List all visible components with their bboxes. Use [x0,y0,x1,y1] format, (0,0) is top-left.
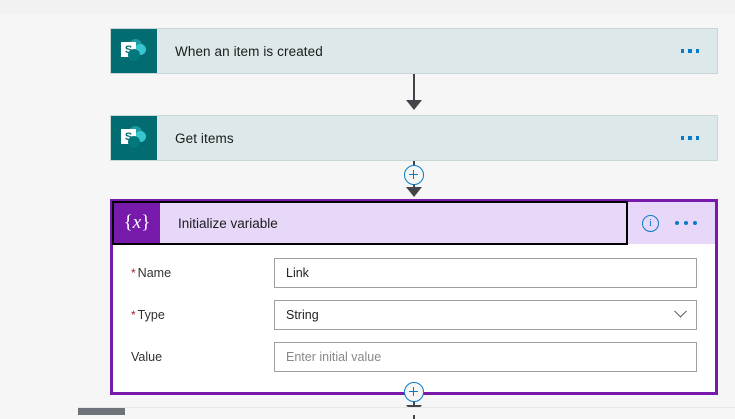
initialize-variable-header[interactable]: {x} Initialize variable i [112,201,715,245]
ellipsis-dot [675,221,679,225]
flow-step-title: Initialize variable [160,203,626,243]
flow-step-get-items[interactable]: S Get items [110,115,718,161]
value-input[interactable]: Enter initial value [274,342,697,372]
ellipsis-dot [688,49,692,53]
ellipsis-dot [695,49,699,53]
flow-step-initialize-variable[interactable]: {x} Initialize variable i [110,199,718,395]
chevron-down-icon [674,304,687,318]
horizontal-scrollbar[interactable] [78,407,735,415]
variable-x-glyph: x [132,212,142,233]
initialize-variable-header-actions: i [628,202,715,244]
connector-arrowhead [406,187,422,197]
initialize-variable-header-focus-region[interactable]: {x} Initialize variable [112,201,628,245]
name-field-label: * Name [131,266,274,280]
ellipsis-dot [695,136,699,140]
step-overflow-menu-button[interactable] [675,221,697,225]
sharepoint-icon: S [111,116,157,160]
flow-step-title: Get items [175,130,234,146]
name-label-text: Name [137,266,172,280]
type-field-label: * Type [131,308,274,322]
form-row-name: * Name Link [131,258,697,288]
brace-right: } [141,212,151,233]
variable-braces-icon: {x} [114,203,160,243]
step-overflow-menu-button[interactable] [680,29,718,73]
step-overflow-menu-button[interactable] [680,116,718,160]
required-asterisk: * [131,266,136,280]
ellipsis-dot [680,49,684,53]
value-label-text: Value [131,350,163,364]
insert-step-button-above-initialize[interactable] [404,165,424,185]
sharepoint-icon: S [111,29,157,73]
name-input[interactable]: Link [274,258,697,288]
brace-left: { [123,212,133,233]
flow-step-when-an-item-is-created[interactable]: S When an item is created [110,28,718,74]
insert-step-button-below-initialize[interactable] [404,382,424,402]
type-label-text: Type [137,308,165,322]
initialize-variable-form: * Name Link * Type String [113,244,715,392]
info-icon[interactable]: i [642,214,659,232]
value-field-label: Value [131,350,274,364]
form-row-type: * Type String [131,300,697,330]
connector-line-trigger-to-get-items [413,74,415,104]
required-asterisk: * [131,308,136,322]
form-row-value: Value Enter initial value [131,342,697,372]
ellipsis-dot [680,136,684,140]
flow-step-title: When an item is created [175,43,323,59]
horizontal-scrollbar-thumb[interactable] [78,408,125,415]
type-dropdown-value: String [286,308,319,322]
type-dropdown[interactable]: String [274,300,697,330]
ellipsis-dot [688,136,692,140]
connector-arrowhead [406,100,422,110]
ellipsis-dot [684,221,688,225]
ellipsis-dot [693,221,697,225]
